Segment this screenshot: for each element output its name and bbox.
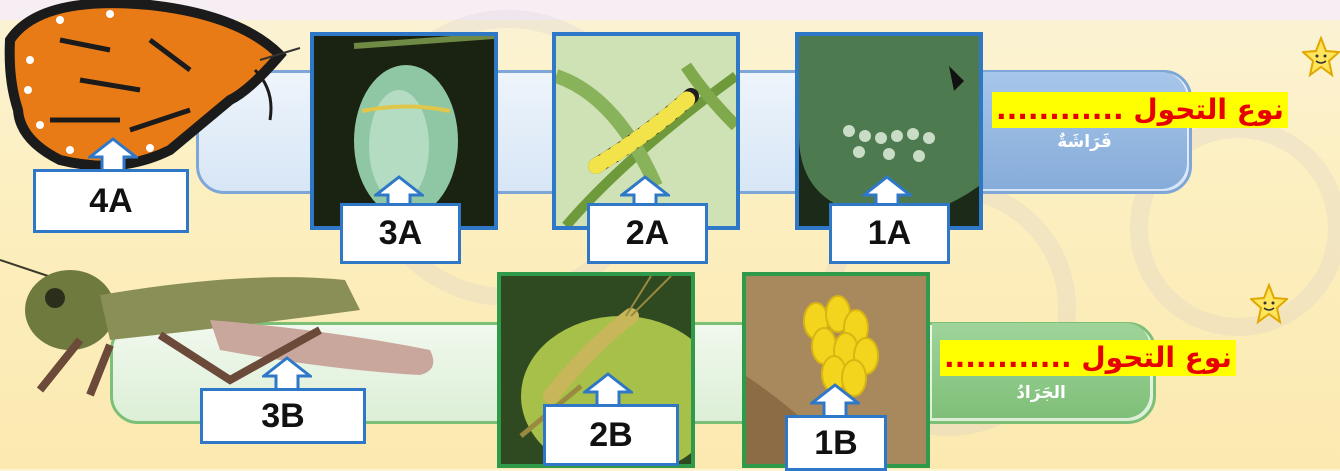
star-icon bbox=[1302, 36, 1340, 78]
up-arrow-icon bbox=[810, 383, 860, 419]
grasshopper-adult-image bbox=[0, 240, 450, 400]
star-icon bbox=[1250, 283, 1288, 325]
stage-tag-3b: 3B bbox=[200, 388, 366, 444]
stage-tag-2b: 2B bbox=[543, 404, 679, 466]
butterfly-label: فَرَاشَةٌ bbox=[1022, 132, 1147, 152]
metamorphosis-type-question-b: نوع التحول ............ bbox=[940, 340, 1236, 376]
metamorphosis-type-question-a: نوع التحول ............ bbox=[992, 92, 1288, 128]
up-arrow-icon bbox=[88, 137, 138, 173]
stage-tag-4a: 4A bbox=[33, 169, 189, 233]
grasshopper-label: الجَرَادُ bbox=[972, 383, 1110, 403]
butterfly-label-panel: فَرَاشَةٌ bbox=[982, 72, 1187, 189]
stage-tag-1b: 1B bbox=[785, 415, 887, 471]
up-arrow-icon bbox=[262, 356, 312, 392]
butterfly-adult-image bbox=[0, 0, 320, 190]
stage-tag-2a: 2A bbox=[587, 203, 708, 264]
up-arrow-icon bbox=[583, 372, 633, 408]
stage-tag-1a: 1A bbox=[829, 203, 950, 264]
